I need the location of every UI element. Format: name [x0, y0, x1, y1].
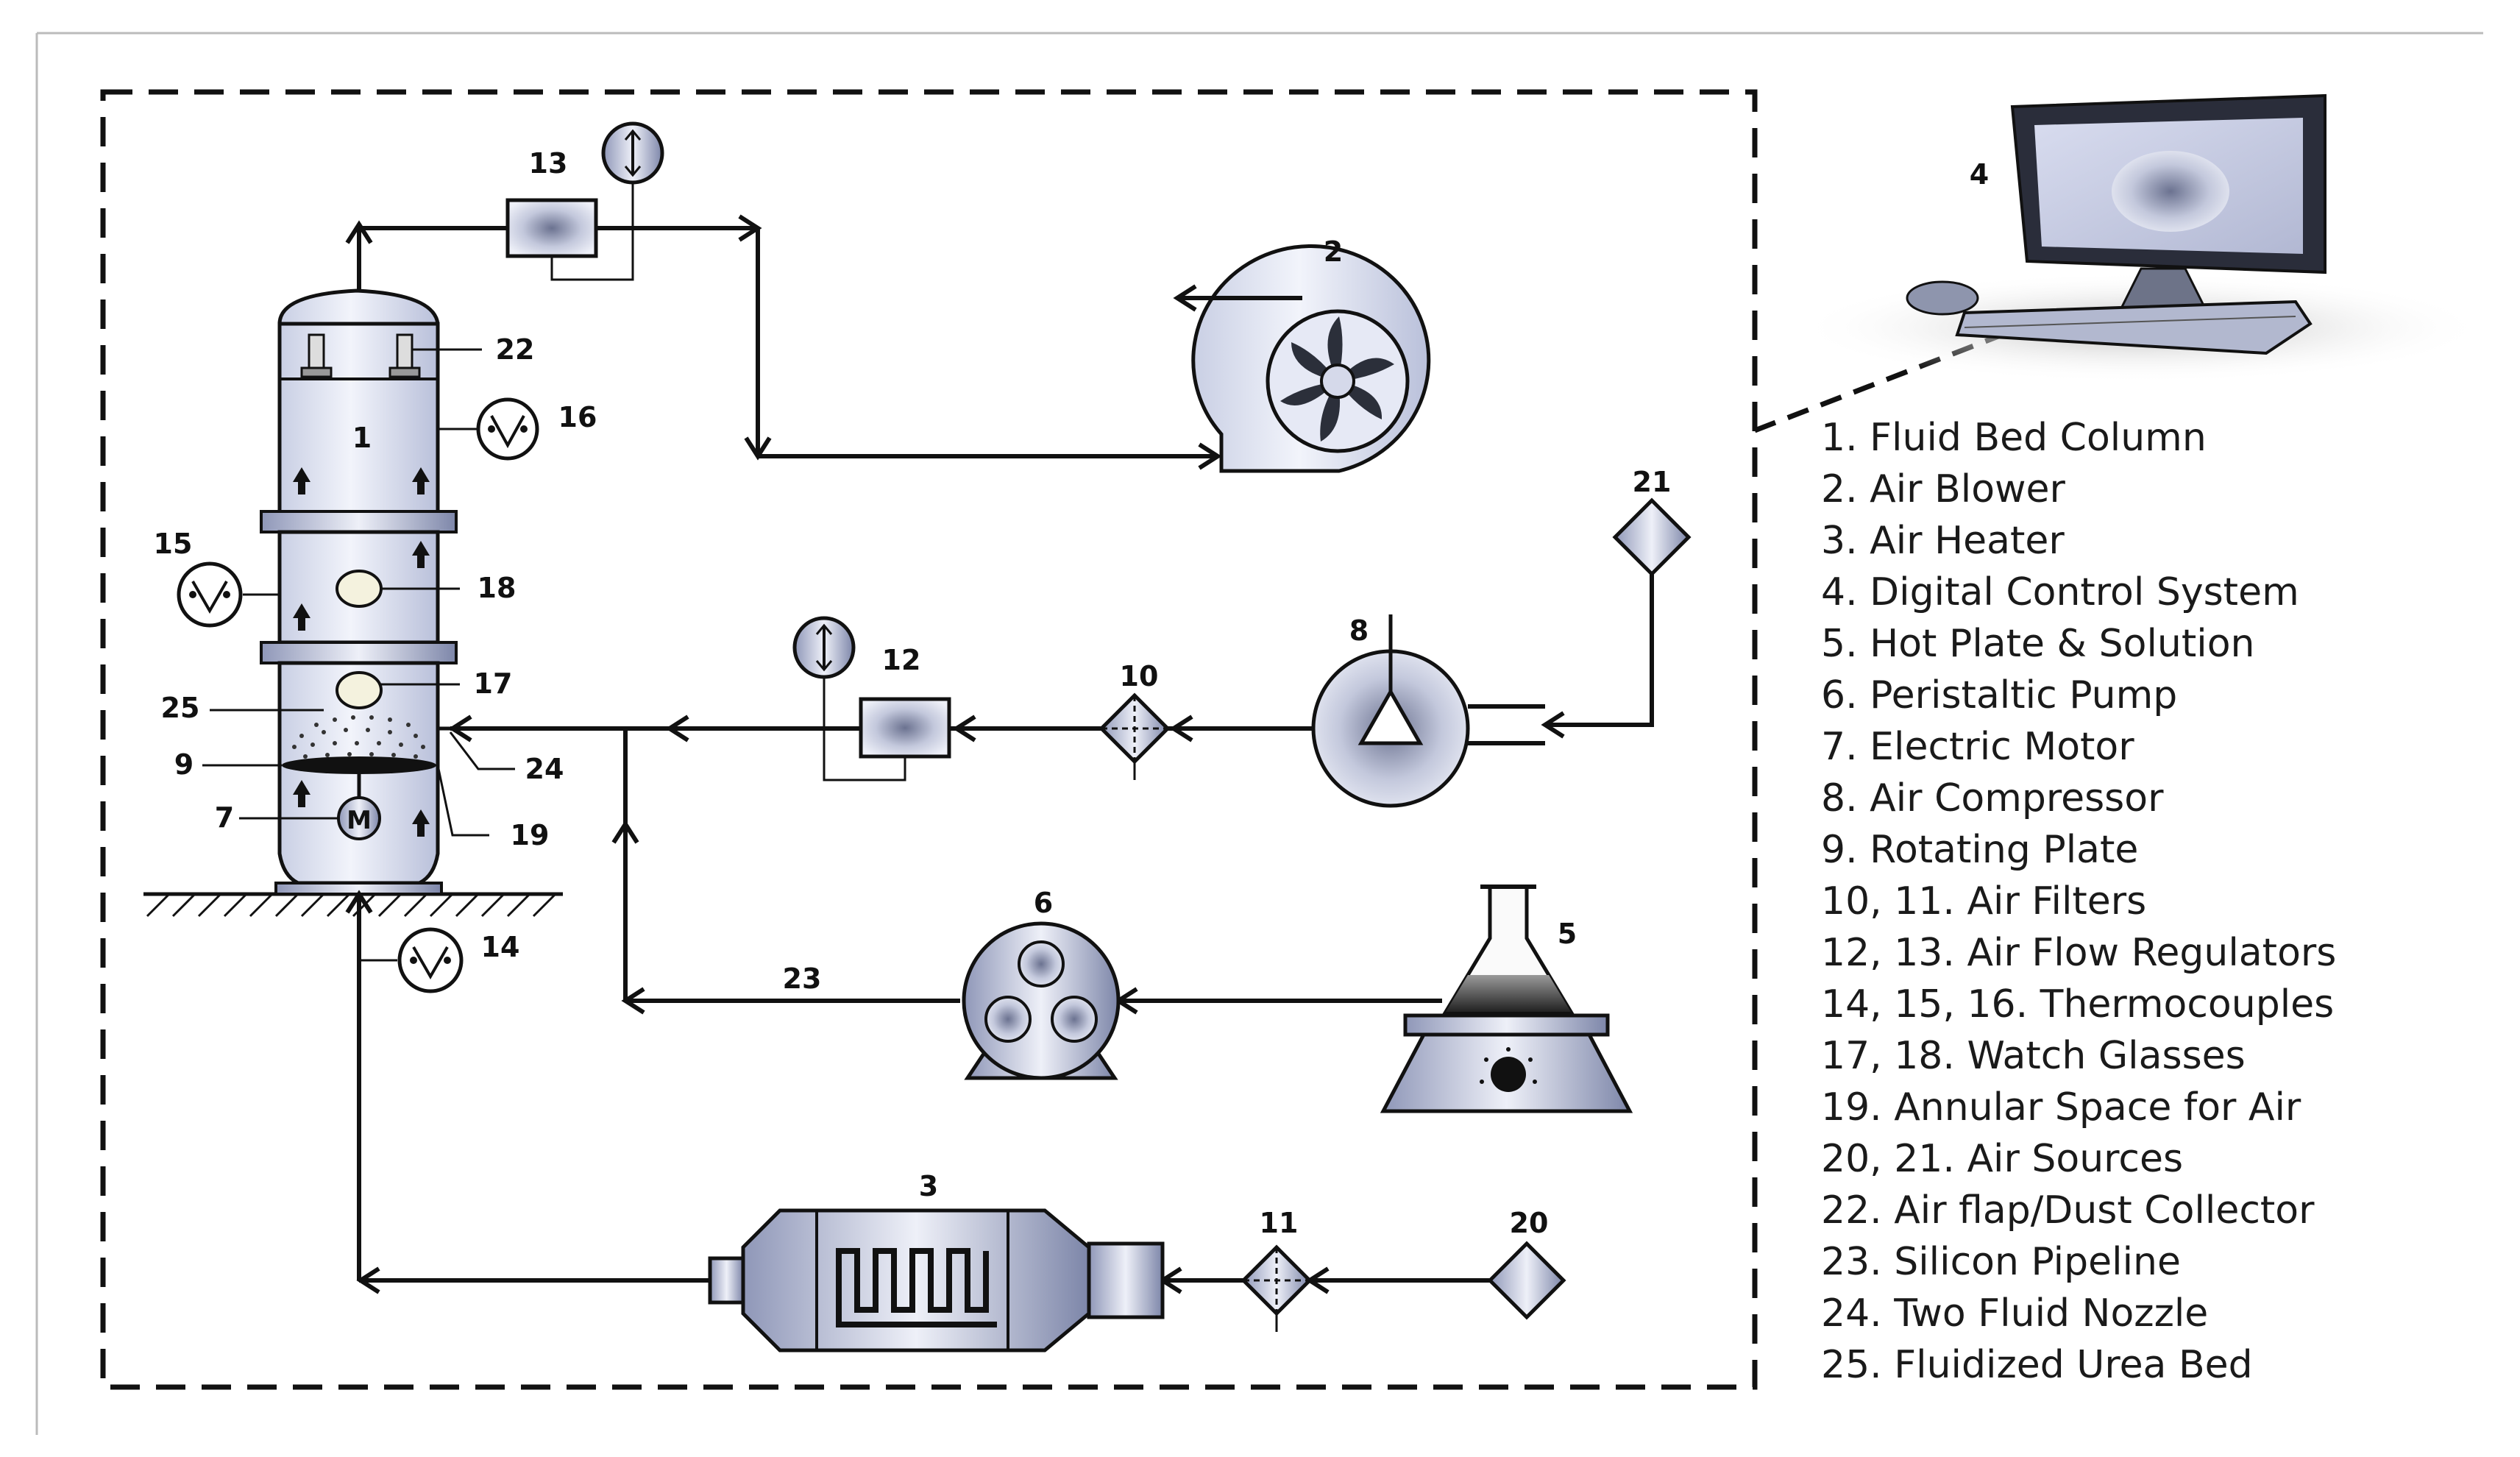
- legend-item: 7. Electric Motor: [1821, 725, 2134, 769]
- legend-item: 20, 21. Air Sources: [1821, 1137, 2183, 1181]
- legend-item: 17, 18. Watch Glasses: [1821, 1034, 2246, 1078]
- label-16: 16: [558, 401, 597, 433]
- digital-control-system-computer: [1795, 93, 2487, 383]
- label-1: 1: [352, 422, 372, 454]
- legend-item: 5. Hot Plate & Solution: [1821, 622, 2254, 666]
- legend-item: 12, 13. Air Flow Regulators: [1821, 931, 2336, 975]
- watch-glass-17: [336, 671, 383, 709]
- label-20: 20: [1510, 1207, 1549, 1239]
- dashed-boundary: [100, 89, 1758, 1390]
- air-compressor: [1311, 614, 1545, 808]
- dust-collector-flap-left: [300, 333, 333, 378]
- silicon-pipeline: [611, 728, 1442, 1015]
- legend-item: 14, 15, 16. Thermocouples: [1821, 982, 2334, 1027]
- label-22: 22: [496, 333, 535, 366]
- air-blower: [1173, 244, 1431, 473]
- air-filter-10: [1098, 692, 1171, 780]
- legend-item: 9. Rotating Plate: [1821, 828, 2138, 872]
- legend-item: 4. Digital Control System: [1821, 570, 2299, 614]
- air-source-21: [1541, 497, 1692, 739]
- label-7: 7: [215, 801, 234, 834]
- dashed-link-to-computer: [1753, 321, 2032, 433]
- dust-collector-flap-right: [388, 333, 421, 378]
- label-25: 25: [161, 692, 200, 724]
- thermocouple-14: [359, 927, 464, 993]
- fluid-bed-column: M: [260, 288, 458, 896]
- air-flow-regulator-12: [792, 616, 951, 781]
- air-heater: [708, 1208, 1165, 1353]
- label-6: 6: [1034, 887, 1053, 919]
- motor-letter: M: [347, 806, 372, 835]
- label-4: 4: [1970, 158, 1989, 191]
- legend-item: 6. Peristaltic Pump: [1821, 673, 2177, 717]
- label-2: 2: [1324, 235, 1343, 268]
- watch-glass-18: [336, 570, 383, 608]
- label-23: 23: [783, 963, 822, 995]
- label-17: 17: [474, 667, 513, 700]
- legend-item: 8. Air Compressor: [1821, 776, 2164, 820]
- label-14: 14: [481, 931, 520, 963]
- legend-item: 10, 11. Air Filters: [1821, 879, 2146, 924]
- label-12: 12: [882, 644, 921, 676]
- legend-item: 25. Fluidized Urea Bed: [1821, 1343, 2253, 1387]
- label-24: 24: [525, 753, 564, 785]
- label-3: 3: [919, 1170, 938, 1202]
- exhaust-line: [345, 214, 1222, 470]
- fluidized-bed-dots: [292, 715, 425, 759]
- air-filter-11: [1241, 1244, 1313, 1332]
- airflow-arrows: [293, 467, 430, 837]
- legend-item: 24. Two Fluid Nozzle: [1821, 1291, 2208, 1336]
- label-10: 10: [1120, 660, 1159, 692]
- hot-plate-and-solution: [1380, 885, 1633, 1113]
- label-21: 21: [1633, 466, 1672, 498]
- label-15: 15: [154, 528, 193, 560]
- label-18: 18: [478, 572, 517, 604]
- legend-item: 1. Fluid Bed Column: [1821, 416, 2207, 460]
- legend-item: 22. Air flap/Dust Collector: [1821, 1188, 2315, 1233]
- legend: 1. Fluid Bed Column 2. Air Blower 3. Air…: [1821, 416, 2336, 1387]
- legend-item: 2. Air Blower: [1821, 467, 2066, 511]
- label-8: 8: [1349, 614, 1369, 647]
- legend-item: 23. Silicon Pipeline: [1821, 1240, 2181, 1284]
- label-13: 13: [529, 147, 568, 180]
- peristaltic-pump: [962, 921, 1121, 1080]
- air-source-20: [1487, 1241, 1566, 1320]
- leader-lines: [202, 348, 515, 837]
- legend-item: 3. Air Heater: [1821, 519, 2065, 563]
- label-5: 5: [1558, 918, 1577, 950]
- label-19: 19: [511, 819, 550, 851]
- nozzle-feed-line: [448, 715, 1317, 742]
- legend-item: 19. Annular Space for Air: [1821, 1085, 2301, 1130]
- equipment-number-labels: 1 2 3 4 5 6 7 8 9 10 11 12 13 14 15 16 1…: [154, 147, 1990, 1239]
- air-flow-regulator-13: [505, 121, 664, 281]
- rotating-plate: [282, 756, 436, 774]
- label-9: 9: [174, 748, 194, 781]
- thermocouple-16: [438, 397, 539, 461]
- label-11: 11: [1260, 1207, 1299, 1239]
- thermocouple-15: [177, 561, 280, 628]
